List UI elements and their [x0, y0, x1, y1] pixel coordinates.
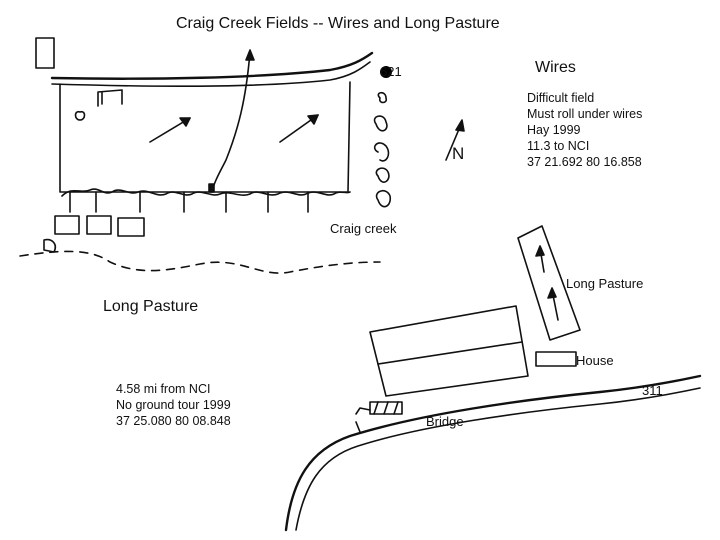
barn-1	[54, 215, 80, 235]
craig-creek-label: Craig creek	[330, 221, 397, 236]
bush-2	[373, 115, 388, 132]
shed-small	[43, 238, 57, 253]
craig-creek-dashed	[19, 250, 381, 274]
road-311-edge	[295, 387, 701, 531]
wires-field-boundary	[59, 81, 351, 193]
pasture-note-line: 4.58 mi from NCI	[116, 382, 211, 396]
long-pasture-heading: Long Pasture	[103, 298, 199, 315]
pond-marker	[74, 110, 86, 121]
road-621-edge	[51, 61, 371, 87]
lower-pasture-divider	[377, 341, 523, 365]
bush-5	[375, 189, 392, 208]
north-arrow-head	[455, 119, 465, 132]
bush-3	[373, 142, 390, 162]
house-outline	[535, 351, 577, 367]
long-pasture-strip-label: Long Pasture	[566, 276, 644, 291]
power-line-wires	[211, 51, 251, 193]
wires-note-line: Must roll under wires	[527, 107, 643, 121]
wires-note-line: Difficult field	[527, 91, 595, 105]
strip-arrow-2-head	[547, 287, 557, 299]
field-arrow-left-head	[179, 117, 191, 127]
house-label: House	[576, 353, 614, 368]
wires-pole	[208, 183, 215, 193]
bush-4	[375, 167, 390, 183]
route-marker-circle	[380, 66, 392, 78]
long-pasture-strip	[517, 225, 581, 341]
pasture-notes: 4.58 mi from NCI No ground tour 1999 37 …	[116, 381, 231, 429]
bridge-hatch-2	[383, 401, 389, 415]
field-arrow-right-head	[307, 114, 319, 125]
wires-heading: Wires	[535, 59, 576, 76]
road-311	[284, 374, 702, 532]
pasture-note-line: 37 25.080 80 08.848	[116, 414, 231, 428]
map-title: Craig Creek Fields -- Wires and Long Pas…	[176, 15, 500, 32]
route-621-label: 621	[380, 64, 402, 79]
small-shed	[97, 89, 123, 107]
wires-notes: Difficult field Must roll under wires Ha…	[527, 90, 642, 170]
barn-2	[86, 215, 112, 235]
bridge-label: Bridge	[426, 414, 464, 429]
barn-3	[117, 217, 145, 237]
wires-note-line: 11.3 to NCI	[527, 139, 590, 153]
pasture-note-line: No ground tour 1999	[116, 398, 231, 412]
strip-arrow-1-head	[535, 245, 545, 257]
north-label: N	[452, 144, 465, 163]
bridge-hatch-1	[373, 401, 379, 415]
bridge-approach	[355, 407, 371, 433]
bridge-box	[369, 401, 403, 415]
bush-1	[377, 91, 388, 104]
wires-top-arrow	[245, 49, 255, 61]
wires-note-line: 37 21.692 80 16.858	[527, 155, 642, 169]
wires-note-line: Hay 1999	[527, 123, 581, 137]
route-311-label: 311	[642, 383, 663, 398]
road-621	[50, 51, 374, 80]
building-top-left	[35, 37, 55, 69]
lower-pasture-field	[369, 305, 529, 397]
bridge-hatch-3	[393, 401, 399, 415]
